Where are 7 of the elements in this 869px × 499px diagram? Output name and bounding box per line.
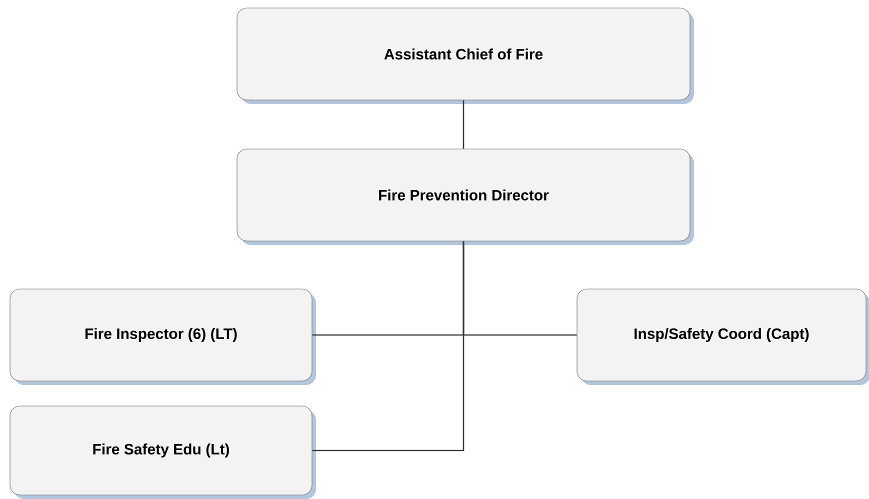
connector-line	[312, 241, 464, 452]
org-box: Fire Prevention Director	[236, 148, 694, 245]
connector-line	[462, 100, 464, 149]
org-box: Fire Safety Edu (Lt)	[10, 406, 316, 499]
org-box: Insp/Safety Coord (Capt)	[576, 288, 869, 385]
org-box: Assistant Chief of Fire	[236, 8, 694, 104]
org-box: Fire Inspector (6) (LT)	[10, 288, 316, 385]
